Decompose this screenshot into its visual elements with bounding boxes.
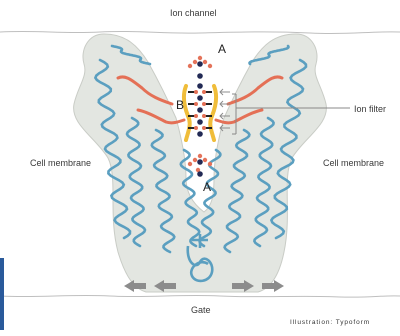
filter-oxygen-right-3 (202, 114, 206, 118)
water-bottom-1 (193, 158, 197, 162)
membrane-top-line (0, 31, 400, 33)
filter-oxygen-left-3 (194, 114, 198, 118)
water-bottom-4 (208, 162, 212, 166)
water-top-2 (198, 56, 202, 60)
filter-oxygen-right-1 (202, 90, 206, 94)
filter-oxygen-right-2 (202, 102, 206, 106)
filter-yellow-left (184, 86, 190, 140)
filter-oxygen-left-2 (194, 102, 198, 106)
water-top-5 (188, 64, 192, 68)
filter-oxygen-right-4 (202, 126, 206, 130)
filter-arrow-1 (220, 89, 230, 95)
water-top-3 (203, 60, 207, 64)
membrane-bottom-line (0, 295, 400, 297)
filter-yellow-right (210, 86, 216, 140)
water-top-4 (208, 64, 212, 68)
site-a-top-label: A (218, 42, 226, 56)
gate-label: Gate (191, 305, 211, 315)
ion-top (197, 61, 203, 67)
site-b-label: B (176, 98, 184, 112)
ion-filter-1 (197, 83, 203, 89)
illustration-credit: Illustration: Typoform (290, 319, 370, 326)
ion-channel-label: Ion channel (170, 8, 217, 18)
water-top-1 (193, 60, 197, 64)
cell-membrane-right-label: Cell membrane (323, 158, 384, 168)
ion-filter-2 (197, 95, 203, 101)
ion-filter-label: Ion filter (354, 104, 386, 114)
site-a-bottom-label: A (203, 180, 211, 194)
filter-oxygen-left-4 (194, 126, 198, 130)
ion-exit (197, 171, 203, 177)
cell-membrane-left-label: Cell membrane (30, 158, 91, 168)
ion-filter-4 (197, 119, 203, 125)
water-bottom-2 (198, 154, 202, 158)
ion-bottom (197, 159, 203, 165)
ion-entry (197, 73, 203, 79)
water-bottom-3 (203, 158, 207, 162)
water-bottom-5 (188, 162, 192, 166)
ion-filter-5 (197, 131, 203, 137)
ion-filter-3 (197, 107, 203, 113)
filter-oxygen-left-1 (194, 90, 198, 94)
filter-arrow-2 (220, 101, 230, 107)
left-edge-bar (0, 258, 4, 330)
